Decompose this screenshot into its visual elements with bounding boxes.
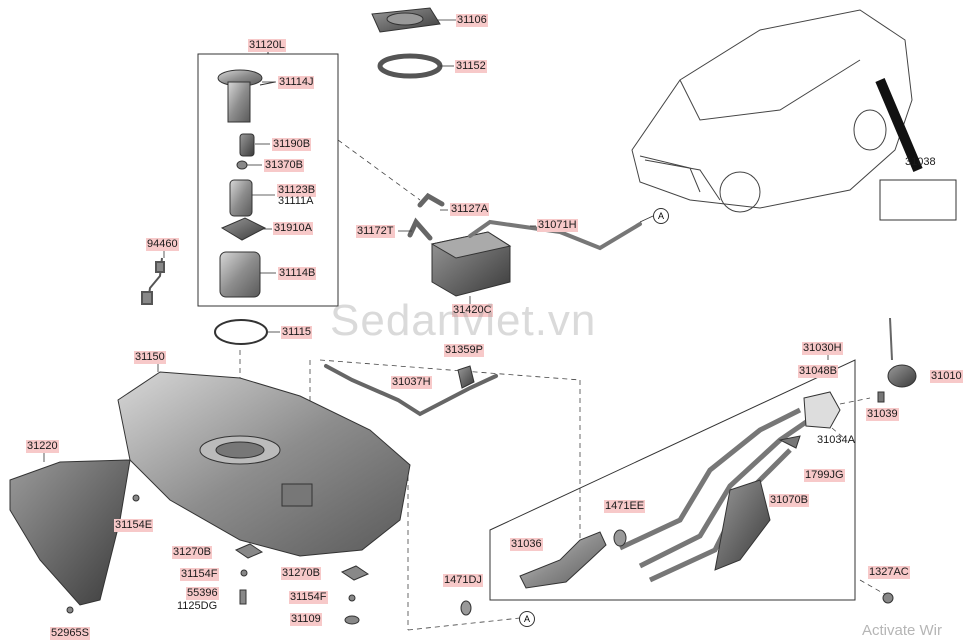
fuel-pump-flange-shape (217, 69, 276, 123)
label-31154E[interactable]: 31154E (114, 519, 154, 532)
fuel-cap-shape (887, 317, 917, 388)
label-31034A[interactable]: 31034A (817, 434, 855, 446)
reservoir-cup-shape (219, 251, 261, 298)
bracket-shape (220, 217, 267, 241)
label-31048B[interactable]: 31048B (798, 365, 838, 378)
label-31420C[interactable]: 31420C (452, 304, 493, 317)
label-31120L[interactable]: 31120L (248, 39, 286, 52)
cap-shape (344, 615, 360, 625)
label-31036[interactable]: 31036 (510, 538, 543, 551)
label-31154F-a[interactable]: 31154F (180, 568, 219, 581)
label-1125DG[interactable]: 1125DG (177, 600, 218, 612)
vehicle-shape (631, 9, 913, 213)
bolt-5-shape (66, 606, 74, 614)
label-31114J[interactable]: 31114J (278, 76, 315, 89)
label-31071H[interactable]: 31071H (537, 219, 578, 232)
label-31127A[interactable]: 31127A (450, 203, 490, 216)
label-31111A[interactable]: 31111A (278, 195, 314, 207)
label-31037H[interactable]: 31037H (391, 376, 432, 389)
label-31115[interactable]: 31115 (281, 326, 312, 339)
vent-hose-shape (324, 364, 498, 417)
bolt-3-shape (348, 594, 356, 602)
label-31359P[interactable]: 31359P (444, 344, 484, 357)
filler-hose-shape (519, 531, 607, 589)
label-31114B[interactable]: 31114B (278, 267, 317, 280)
pump-motor-shape (229, 179, 253, 217)
label-52965S[interactable]: 52965S (50, 627, 90, 640)
fuel-tank-shape (117, 371, 411, 557)
canister-shape (430, 231, 512, 297)
label-31190B[interactable]: 31190B (272, 138, 312, 151)
label-31152[interactable]: 31152 (455, 60, 487, 73)
site-watermark: Sedanviet.vn (330, 296, 597, 345)
filter-shape (239, 133, 255, 157)
bolt-4-shape (132, 494, 140, 502)
label-1471DJ[interactable]: 1471DJ (443, 574, 483, 587)
pump-module-frame (197, 53, 339, 307)
filler-housing-shape (803, 391, 841, 429)
label-31109[interactable]: 31109 (290, 613, 322, 626)
label-94460[interactable]: 94460 (146, 238, 179, 251)
lock-ring-shape (377, 53, 443, 79)
label-31270B-a[interactable]: 31270B (172, 546, 212, 559)
lock-ring-cover-shape (371, 7, 441, 33)
gasket-shape (214, 319, 268, 345)
pad-1-shape (234, 543, 264, 559)
label-31910A[interactable]: 31910A (273, 222, 313, 235)
nut-shape (882, 592, 894, 604)
ref-marker-a-top: A (653, 208, 669, 224)
ref-marker-a-bottom: A (519, 611, 535, 627)
bolt-2-shape (239, 589, 247, 605)
label-31154F-b[interactable]: 31154F (289, 591, 328, 604)
label-31123B[interactable]: 31123B (277, 184, 317, 197)
label-31270B-b[interactable]: 31270B (281, 567, 321, 580)
label-1471EE[interactable]: 1471EE (604, 500, 646, 513)
label-31220[interactable]: 31220 (26, 440, 59, 453)
sensor-harness-shape (141, 257, 165, 305)
os-activation-watermark: Activate Wir (862, 622, 943, 639)
clip-shape (457, 365, 475, 389)
label-31106[interactable]: 31106 (456, 14, 488, 27)
label-31010[interactable]: 31010 (930, 370, 963, 383)
label-31070B[interactable]: 31070B (769, 494, 809, 507)
hose-clamp-shape (613, 529, 627, 547)
oring-small-shape (236, 160, 248, 170)
bolt-1-shape (240, 569, 248, 577)
screw-shape (877, 391, 885, 403)
label-1327AC[interactable]: 1327AC (868, 566, 910, 579)
vent-tube-shape (468, 219, 642, 251)
label-31370B[interactable]: 31370B (264, 159, 304, 172)
label-31172T[interactable]: 31172T (356, 225, 395, 238)
filler-neck-frame (489, 359, 856, 601)
gasket-2-shape (778, 435, 801, 449)
clamp-2-shape (460, 600, 472, 616)
label-31150[interactable]: 31150 (134, 351, 166, 364)
label-31038[interactable]: 31038 (905, 156, 936, 168)
label-31039[interactable]: 31039 (866, 408, 899, 421)
label-31030H[interactable]: 31030H (802, 342, 843, 355)
label-55396[interactable]: 55396 (186, 587, 219, 600)
bracket-filler-shape (714, 479, 771, 571)
vapor-hose-shape (407, 192, 445, 241)
pad-2-shape (340, 565, 370, 581)
heat-shield-shape (9, 459, 131, 606)
label-1799JG[interactable]: 1799JG (804, 469, 845, 482)
